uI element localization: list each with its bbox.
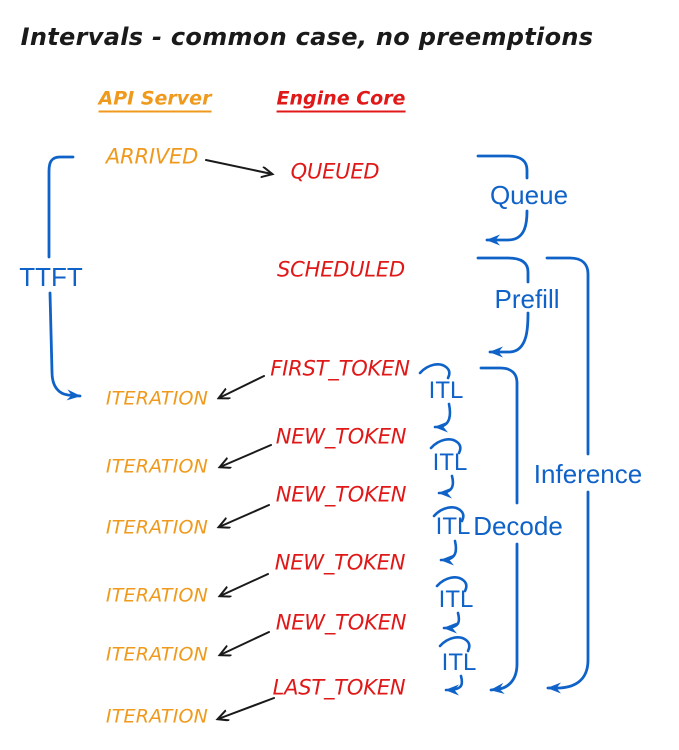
iteration-label-1: ITERATION [105, 387, 209, 410]
event-new-token-3: NEW_TOKEN [274, 550, 406, 575]
arrow-last-token-to-iteration [218, 697, 275, 719]
itl3-arrow [439, 539, 458, 566]
interval-queue-label: Queue [489, 180, 569, 210]
itl3-arc [432, 506, 465, 523]
itl4-arrow [442, 611, 461, 634]
interval-decode-label: Decode [473, 511, 563, 541]
iteration-label-5: ITERATION [105, 643, 209, 666]
event-new-token-4: NEW_TOKEN [275, 610, 407, 635]
event-new-token-2: NEW_TOKEN [275, 482, 407, 507]
prefill-bracket-arrow [488, 311, 530, 358]
itl1-arc [418, 363, 451, 380]
event-new-token-1: NEW_TOKEN [275, 424, 407, 449]
event-scheduled: SCHEDULED [277, 257, 405, 282]
itl5-arrow [444, 674, 464, 696]
inference-bracket-arrow [546, 490, 590, 694]
decode-bracket-top [479, 366, 519, 505]
arrow-first-token-to-iteration [219, 375, 265, 398]
itl1-arrow [433, 402, 452, 433]
interval-itl-label-2: ITL [432, 449, 468, 476]
arrow-new-token3-to-iteration [220, 573, 269, 596]
itl4-arc [435, 576, 468, 593]
interval-prefill-label: Prefill [494, 284, 560, 314]
itl2-arrow [437, 474, 455, 499]
interval-itl-label-3: ITL [435, 513, 471, 540]
inference-bracket-top [545, 256, 590, 456]
arrow-new-token4-to-iteration [220, 631, 270, 655]
prefill-bracket-top [476, 256, 530, 284]
event-queued: QUEUED [290, 159, 380, 184]
interval-itl-label-5: ITL [441, 649, 477, 676]
engine-core-column-header: Engine Core [276, 89, 406, 113]
event-last-token: LAST_TOKEN [272, 675, 406, 700]
queue-bracket-arrow [485, 209, 529, 246]
arrow-arrived-to-queued [205, 159, 272, 174]
iteration-label-3: ITERATION [105, 516, 209, 539]
iteration-label-4: ITERATION [105, 584, 209, 607]
interval-ttft-label: TTFT [19, 262, 83, 292]
interval-itl-label-1: ITL [428, 377, 464, 404]
interval-inference-label: Inference [533, 459, 643, 489]
api-server-column-header: API Server [98, 89, 212, 113]
arrow-new-token1-to-iteration [220, 444, 272, 467]
interval-itl-label-4: ITL [438, 586, 474, 613]
itl2-arc [429, 438, 462, 455]
itl5-arc [438, 636, 471, 653]
iteration-label-6: ITERATION [105, 705, 209, 728]
decode-bracket-arrow [489, 542, 519, 694]
arrow-new-token2-to-iteration [219, 504, 270, 527]
event-first-token: FIRST_TOKEN [270, 356, 410, 381]
event-arrived: ARRIVED [105, 144, 199, 169]
queue-bracket-top [476, 154, 529, 180]
page-title: Intervals - common case, no preemptions [20, 23, 594, 51]
iteration-label-2: ITERATION [105, 455, 209, 478]
ttft-bracket-arrow [48, 291, 82, 401]
ttft-bracket-top [47, 155, 75, 259]
